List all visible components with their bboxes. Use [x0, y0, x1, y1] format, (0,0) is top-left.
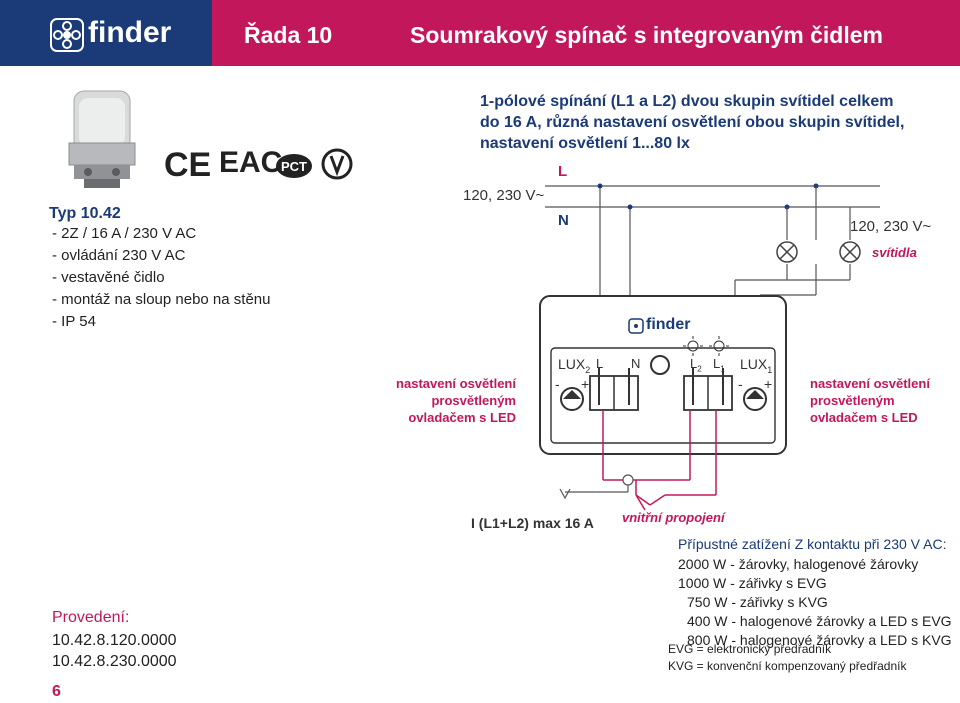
- load-row: 1000 W - zářivky s EVG: [678, 575, 827, 591]
- device-logo-text: finder: [646, 316, 691, 333]
- minus-left: -: [555, 376, 560, 392]
- lux1-label: LUX1: [740, 356, 772, 375]
- lux2-text: LUX: [558, 356, 586, 372]
- terminal-label-L: L: [596, 356, 604, 371]
- adjust-left-line: prosvětleným: [431, 393, 516, 408]
- load-note: KVG = konvenční kompenzovaný předřadník: [668, 659, 907, 673]
- led-icon: [709, 336, 729, 356]
- page-title: Soumrakový spínač s integrovaným čidlem: [410, 22, 883, 48]
- csa-mark-icon: [321, 148, 353, 180]
- contact-node: [622, 474, 634, 486]
- finder-logo: finder: [50, 16, 200, 52]
- adjust-left-label: nastavení osvětlení prosvětleným ovladač…: [392, 375, 516, 426]
- minus-right: -: [738, 376, 743, 392]
- description-line: nastavení osvětlení 1...80 lx: [480, 135, 690, 152]
- internal-link: [635, 494, 651, 506]
- adjust-left-line: nastavení osvětlení: [396, 376, 516, 391]
- term-L2-text: L: [690, 356, 698, 371]
- eac-mark: EAC: [219, 146, 283, 179]
- type-label: Typ 10.42: [49, 205, 121, 222]
- pct-mark-text: PCT: [281, 159, 307, 174]
- ordering-code: 10.42.8.120.0000: [52, 632, 177, 649]
- label-L: L: [558, 163, 568, 180]
- feature-item: - montáž na sloup nebo na stěnu: [52, 291, 271, 308]
- lux1-knob-icon: [743, 387, 767, 411]
- lux2-label: LUX2: [558, 356, 590, 375]
- load-notes: EVG = elektronický předřadník KVG = konv…: [668, 641, 906, 675]
- terminal-label-L1: L1: [713, 356, 725, 374]
- feature-list: - 2Z / 16 A / 230 V AC - ovládání 230 V …: [52, 223, 270, 333]
- led-icon: [683, 336, 703, 356]
- device-outline: [539, 295, 787, 455]
- contact-switch: [649, 494, 666, 506]
- ordering-code: 10.42.8.230.0000: [52, 653, 177, 670]
- node: [627, 204, 633, 210]
- term-L1-text: L: [713, 356, 721, 371]
- description-line: do 16 A, různá nastavení osvětlení obou …: [480, 114, 905, 131]
- lux1-sub: 1: [767, 364, 773, 375]
- adjust-right-line: nastavení osvětlení: [810, 376, 930, 391]
- lamp-icon: [839, 241, 861, 263]
- lamp-icon: [776, 241, 798, 263]
- load-heading: Přípustné zatížení Z kontaktu při 230 V …: [678, 536, 947, 552]
- internal-link: [635, 494, 646, 511]
- adjust-right-line: ovladačem s LED: [810, 410, 918, 425]
- adjust-right-line: prosvětleným: [810, 393, 895, 408]
- feature-item: - IP 54: [52, 313, 96, 330]
- pct-mark-icon: PCT: [276, 154, 312, 178]
- internal-label: vnitřní propojení: [622, 510, 725, 525]
- sensor-icon: [650, 355, 670, 375]
- label-N: N: [558, 212, 569, 229]
- adjust-right-label: nastavení osvětlení prosvětleným ovladač…: [810, 375, 930, 426]
- feature-item: - ovládání 230 V AC: [52, 247, 186, 264]
- finder-flower-icon: [50, 18, 84, 52]
- title-box: [212, 0, 960, 66]
- supply-left-label: 120, 230 V~: [463, 187, 545, 204]
- node: [597, 183, 603, 189]
- plus-right: +: [764, 376, 773, 392]
- adjust-left-line: ovladačem s LED: [408, 410, 516, 425]
- load-list: 2000 W - žárovky, halogenové žárovky 100…: [678, 555, 952, 650]
- ordering-heading: Provedení:: [52, 609, 130, 626]
- device-logo: finder: [628, 316, 708, 336]
- lux2-sub: 2: [585, 364, 591, 375]
- feature-item: - 2Z / 16 A / 230 V AC: [52, 225, 197, 242]
- current-label: I (L1+L2) max 16 A: [471, 515, 594, 531]
- load-note: EVG = elektronický předřadník: [668, 642, 832, 656]
- supply-right-label: 120, 230 V~: [850, 218, 932, 235]
- description-line: 1-pólové spínání (L1 a L2) dvou skupin s…: [480, 93, 894, 110]
- term-L1-sub: 1: [720, 364, 725, 374]
- load-row: 400 W - halogenové žárovky a LED s EVG: [687, 613, 952, 629]
- product-photo: [68, 90, 136, 188]
- device-finder-icon: [628, 318, 644, 334]
- terminal-label-N: N: [631, 356, 641, 371]
- lux2-knob-icon: [560, 387, 584, 411]
- feature-item: - vestavěné čidlo: [52, 269, 165, 286]
- finder-logo-text: finder: [88, 16, 172, 49]
- ordering-codes: 10.42.8.120.0000 10.42.8.230.0000: [52, 630, 177, 672]
- load-row: 2000 W - žárovky, halogenové žárovky: [678, 556, 919, 572]
- lux1-text: LUX: [740, 356, 768, 372]
- series-label: Řada 10: [244, 22, 333, 48]
- load-row: 800 W - halogenové žárovky a LED s KVG: [687, 632, 952, 648]
- term-L2-sub: 2: [697, 364, 702, 374]
- device-inner: [550, 347, 776, 444]
- page-number: 6: [52, 683, 61, 700]
- plus-left: +: [581, 376, 590, 392]
- terminal-label-L2: L2: [690, 356, 702, 374]
- load-row: 750 W - zářivky s KVG: [687, 594, 828, 610]
- current-arrow-icon: [559, 488, 571, 500]
- certification-logos: CE EAC PCT: [164, 146, 354, 186]
- description: 1-pólové spínání (L1 a L2) dvou skupin s…: [480, 91, 904, 154]
- lamps-label: svítidla: [872, 245, 917, 260]
- ce-mark: CE: [164, 146, 212, 184]
